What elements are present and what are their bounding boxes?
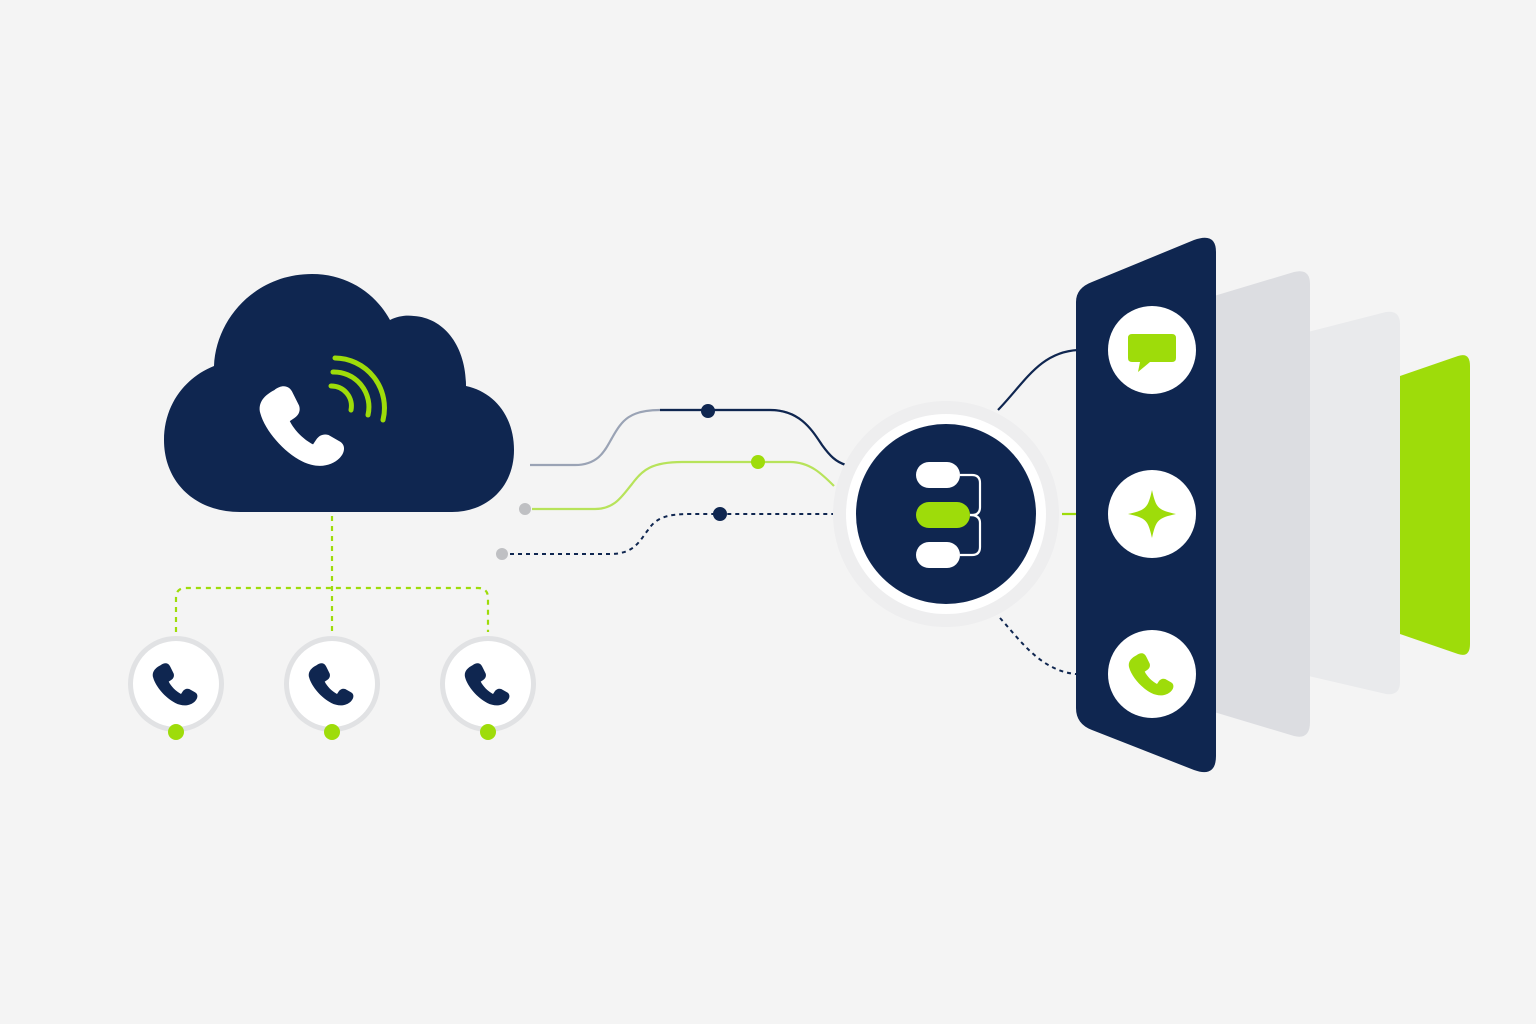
channel-connector-bottom [999, 617, 1110, 675]
sparkle-icon [1128, 490, 1176, 538]
endpoint-status-dot [324, 724, 340, 740]
endpoint-status-dot [168, 724, 184, 740]
chat-bubble-icon [1128, 334, 1176, 372]
cloud-node[interactable] [164, 274, 514, 512]
endpoint-phone-node[interactable] [284, 636, 380, 740]
cloud-shape [164, 274, 514, 512]
endpoint-tree-connector [174, 516, 490, 632]
panel-gray-front [1214, 271, 1310, 737]
channel-button[interactable] [1108, 470, 1196, 558]
channel-connector-top [997, 348, 1110, 411]
connection-line-middle [532, 460, 835, 511]
channel-button[interactable] [1108, 306, 1196, 394]
channel-buttons [1108, 306, 1196, 718]
signal-wave-3 [332, 355, 387, 423]
connection-line-bottom [510, 513, 835, 555]
channel-button[interactable] [1108, 630, 1196, 718]
connection-dot-middle-start [519, 503, 531, 515]
endpoint-face [445, 641, 531, 727]
routing-hub[interactable] [833, 401, 1059, 627]
channel-button-face [1108, 630, 1196, 718]
signal-wave-1 [328, 383, 354, 413]
endpoint-face [289, 641, 375, 727]
connection-line-top-navy [660, 408, 847, 467]
panel-lime [1400, 355, 1470, 655]
routing-flow-icon [916, 462, 982, 568]
endpoint-phone-node[interactable] [128, 636, 224, 740]
connection-dot-top [701, 404, 715, 418]
endpoint-face [133, 641, 219, 727]
connection-dot-bottom [713, 507, 727, 521]
endpoint-phone-node[interactable] [440, 636, 536, 740]
endpoint-status-dot [480, 724, 496, 740]
connection-lines [496, 404, 847, 560]
signal-wave-2 [330, 369, 372, 418]
connection-dot-bottom-start [496, 548, 508, 560]
endpoint-phones [128, 636, 536, 740]
connection-dot-middle [751, 455, 765, 469]
panel-gray-back [1300, 311, 1400, 695]
phone-with-signal-icon [259, 355, 387, 466]
